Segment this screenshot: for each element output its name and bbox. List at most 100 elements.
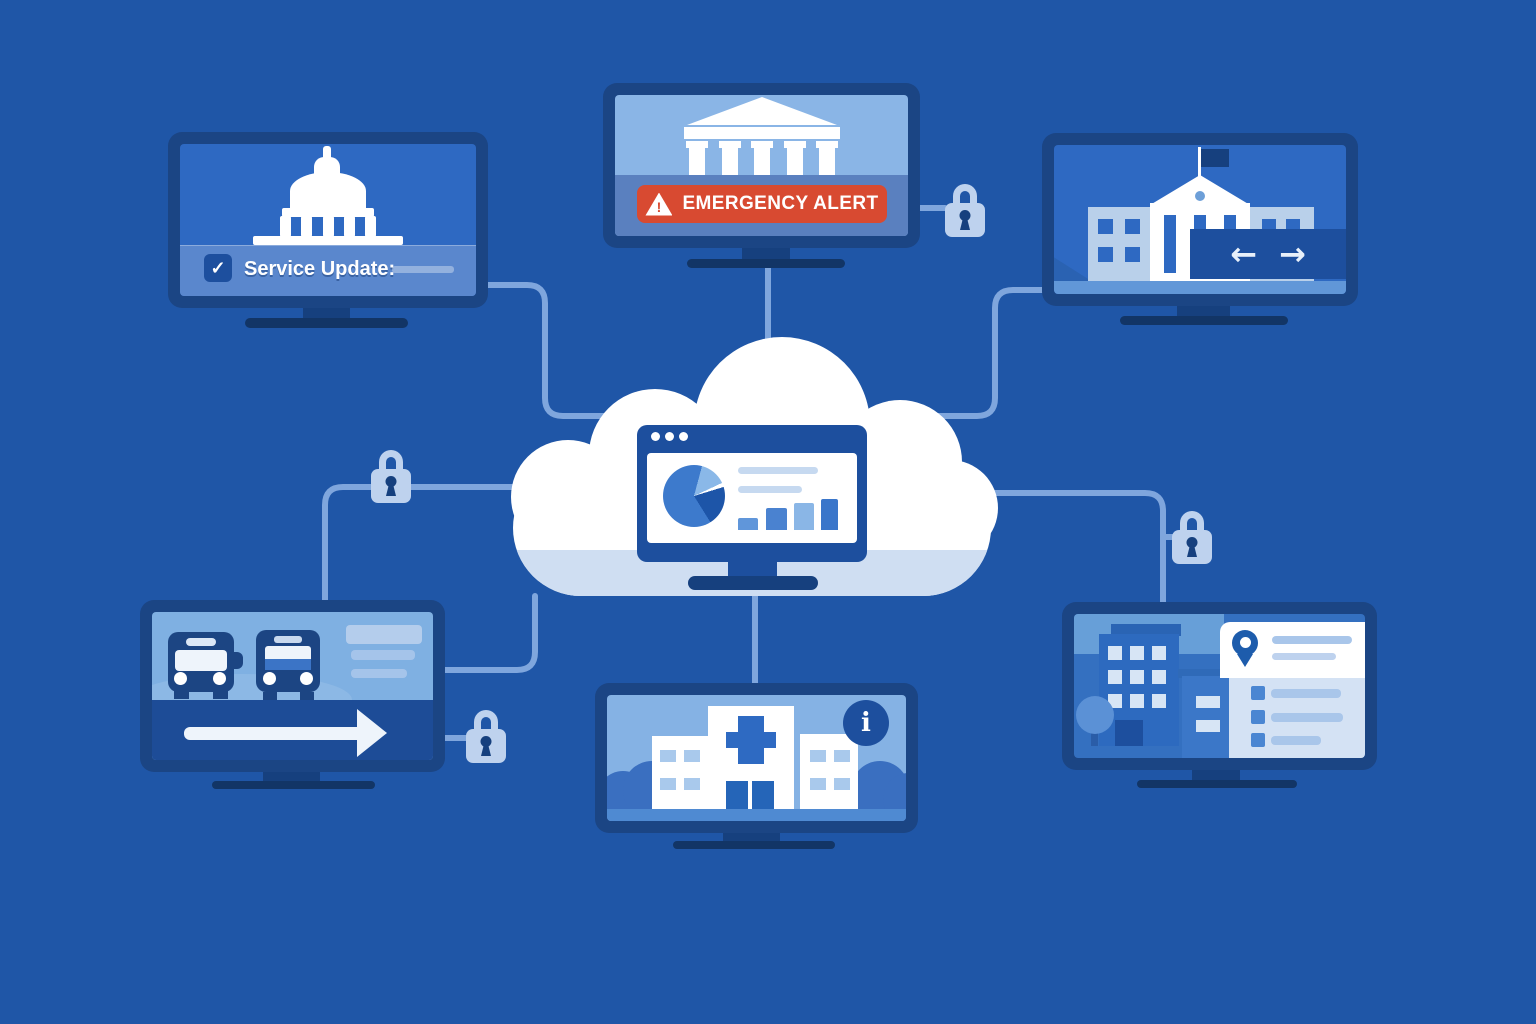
- window: [834, 778, 850, 790]
- arrow-right-icon: →: [1279, 235, 1306, 273]
- bar-chart-bar: [794, 503, 814, 530]
- monitor-landmark: ← →: [1042, 133, 1358, 306]
- bus-windshield: [175, 650, 227, 671]
- text-placeholder-line: [1272, 653, 1336, 660]
- capitol-spire: [323, 146, 331, 160]
- padlock-body: [1172, 530, 1212, 564]
- city-building: [1099, 634, 1179, 746]
- building-pediment: [687, 97, 837, 125]
- window: [684, 778, 700, 790]
- info-glyph: i: [861, 708, 871, 738]
- window: [1130, 646, 1144, 660]
- bus-headlight: [263, 672, 276, 685]
- list-bullet: [1251, 686, 1265, 700]
- padlock-icon: [371, 450, 411, 503]
- bar-chart-bar: [738, 518, 758, 530]
- monitor-base: [673, 841, 835, 849]
- text-placeholder-line: [351, 669, 407, 678]
- city-screen: [1074, 614, 1365, 758]
- service-update-label: Service Update:: [244, 258, 396, 280]
- list-bullet: [1251, 733, 1265, 747]
- monitor-base: [245, 318, 408, 328]
- hospital-right-wing: [800, 734, 858, 809]
- bus-destination-sign: [274, 636, 302, 643]
- wire-landmark-to-cloud: [925, 287, 1045, 419]
- monitor-base: [1137, 780, 1297, 788]
- wire-cloud-to-transit-top: [322, 484, 563, 603]
- monitor-base: [212, 781, 375, 789]
- tree-trunk: [1091, 730, 1098, 746]
- pie-chart-icon: [663, 465, 725, 527]
- flag-pole: [1198, 147, 1201, 177]
- text-placeholder-line: [1272, 636, 1352, 644]
- window: [1286, 219, 1300, 232]
- building-door: [1115, 720, 1143, 746]
- bus-destination-sign: [186, 638, 216, 646]
- hub-monitor-base: [688, 576, 818, 590]
- bus-stripe: [265, 659, 311, 670]
- padlock-body: [945, 203, 985, 237]
- capitol-drum: [282, 208, 374, 217]
- flag-icon: [1201, 149, 1229, 167]
- capitol-columns: [280, 216, 376, 237]
- building-entablature: [684, 127, 840, 139]
- monitor-transit: [140, 600, 445, 772]
- hub-dashboard-monitor: [637, 425, 867, 562]
- window: [1125, 247, 1140, 262]
- text-placeholder-line: [346, 625, 422, 644]
- landmark-screen: ← →: [1054, 145, 1346, 294]
- list-bullet: [1251, 710, 1265, 724]
- warning-exclamation-glyph: !: [656, 198, 662, 215]
- column-gap: [1164, 215, 1176, 273]
- bus-wheel: [213, 691, 228, 699]
- hub-monitor-neck: [728, 560, 777, 578]
- bus-windshield: [265, 646, 311, 659]
- window: [1152, 646, 1166, 660]
- padlock-body: [466, 729, 506, 763]
- list-item-line: [1271, 736, 1321, 745]
- text-placeholder-line: [351, 650, 415, 660]
- building-roof: [1178, 669, 1236, 678]
- bar-chart-bar: [821, 499, 838, 530]
- window: [810, 778, 826, 790]
- wire-cloud-to-city: [957, 490, 1166, 605]
- checkmark-glyph: ✓: [210, 257, 226, 278]
- list-item-line: [1271, 713, 1343, 722]
- padlock-shackle: [379, 450, 403, 472]
- building-columns: [686, 141, 838, 177]
- hospital-screen: i: [607, 695, 906, 821]
- bus-wheel: [174, 691, 189, 699]
- directory-list-panel: [1229, 678, 1365, 758]
- dashboard-panel: [647, 453, 857, 543]
- window: [1108, 670, 1122, 684]
- medical-cross-icon: [726, 732, 776, 748]
- warning-triangle-icon: !: [645, 192, 673, 216]
- tree-icon: [1076, 696, 1114, 734]
- emergency-alert-label: EMERGENCY ALERT: [682, 193, 879, 214]
- bus-icon: [168, 632, 234, 692]
- capitol-dome: [290, 172, 366, 210]
- window: [1125, 219, 1140, 234]
- monitor-neck: [263, 772, 320, 783]
- window: [660, 750, 676, 762]
- window: [834, 750, 850, 762]
- bus-icon: [256, 630, 320, 692]
- ground-strip: [1054, 281, 1346, 294]
- building-left-wing: [1088, 207, 1150, 283]
- hospital-left-wing: [652, 736, 708, 809]
- map-pin-tail: [1237, 654, 1253, 667]
- window: [1152, 670, 1166, 684]
- wire-transit-to-cloud-bottom: [442, 593, 538, 673]
- text-placeholder-line: [738, 467, 818, 474]
- window: [1196, 696, 1220, 708]
- navigation-overlay: ← →: [1190, 229, 1346, 279]
- building-roof: [1111, 624, 1181, 636]
- emergency-alert-banner: ! EMERGENCY ALERT: [637, 185, 887, 223]
- route-arrow-shaft: [184, 727, 364, 740]
- padlock-shackle: [953, 184, 977, 206]
- monitor-city: [1062, 602, 1377, 770]
- monitor-neck: [1177, 306, 1230, 318]
- arrow-left-icon: ←: [1230, 235, 1257, 273]
- monitor-neck: [742, 248, 790, 261]
